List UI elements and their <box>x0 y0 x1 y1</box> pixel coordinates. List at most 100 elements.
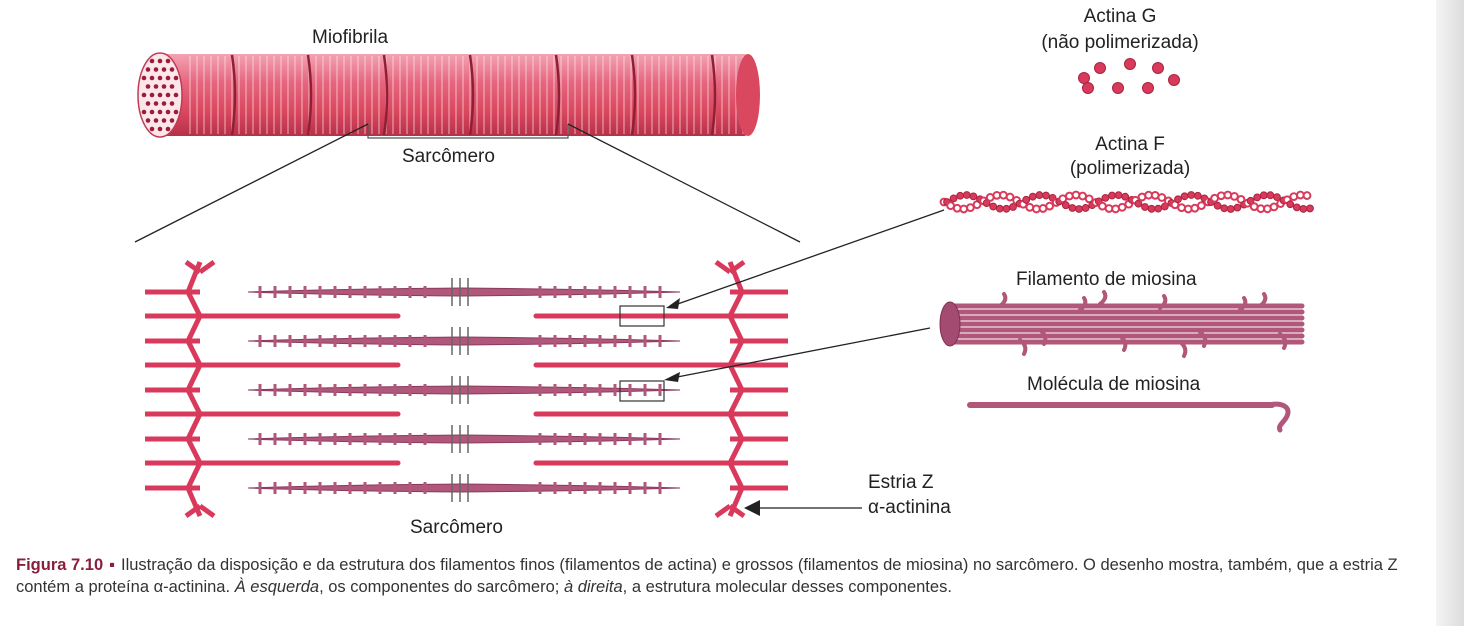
actin-f-bead <box>995 204 1004 213</box>
arrowhead-z-line <box>744 500 760 516</box>
actin-f-bead <box>1193 191 1202 200</box>
actin-f-bead <box>1068 204 1077 212</box>
myofibril-body <box>158 54 748 136</box>
actin-f-bead <box>1154 204 1163 213</box>
myosin-filament <box>247 434 681 444</box>
myofilament-dot <box>157 92 163 98</box>
actin-f-bead <box>1273 193 1281 202</box>
caption-figure-label: Figura 7.10 <box>16 556 104 574</box>
actin-f-bead <box>1045 201 1054 211</box>
myofibril <box>137 52 760 138</box>
myofilament-dot <box>141 75 147 81</box>
actin-f-bead <box>1269 202 1279 212</box>
z-disc-band <box>630 54 637 136</box>
myosin-filament <box>247 336 681 346</box>
actin-f-helix <box>939 190 1314 214</box>
myofilament-dot <box>157 75 163 81</box>
actin-f-bead <box>1292 203 1301 212</box>
zoom-line-right <box>567 123 801 243</box>
label-actina-g-line2: (não polimerizada) <box>1041 32 1199 53</box>
caption-text-1: Ilustração da disposição e da estrutura … <box>16 556 1398 596</box>
actin-f-bead <box>1134 199 1143 208</box>
myofilament-dot <box>169 84 175 89</box>
actin-f-bead <box>1028 192 1037 201</box>
sarcomere-bracket <box>367 124 569 139</box>
myofilament-dot <box>145 101 151 106</box>
actin-f-bead <box>1084 194 1094 204</box>
actin-f-bead <box>1005 192 1015 202</box>
label-molecula-miosina: Molécula de miosina <box>1027 374 1201 395</box>
label-actina-f-line1: Actina F <box>1095 134 1165 155</box>
actin-f-bead <box>1108 191 1116 200</box>
myosin-molecule-head <box>1265 401 1291 433</box>
z-line-branch <box>714 503 746 519</box>
myosin-filament <box>247 483 681 493</box>
myofilament-dot <box>153 84 159 89</box>
actin-f-bead <box>1226 205 1235 213</box>
z-disc-band <box>306 54 313 136</box>
caption-italic-right: à direita <box>563 578 623 596</box>
actin-f-bead <box>1002 204 1011 213</box>
myofilament-dot <box>173 75 179 81</box>
myosin-highlight-box <box>619 380 665 402</box>
actin-f-bead <box>1009 203 1017 211</box>
myosin-filament <box>247 385 681 395</box>
myosin-bundle-end <box>939 301 961 347</box>
myofilament-dot <box>149 75 155 81</box>
actin-f-bead <box>1306 204 1314 213</box>
z-disc-band <box>230 54 237 136</box>
label-actina-g-line1: Actina G <box>1083 6 1157 27</box>
actin-f-bead <box>949 194 958 203</box>
myosin-head <box>1158 294 1168 310</box>
sarcomere-detail <box>145 259 788 519</box>
z-disc-band <box>710 54 717 136</box>
actin-f-bead <box>1147 204 1156 213</box>
actin-f-bead <box>1299 205 1308 213</box>
myofilament-dot <box>153 67 159 72</box>
actin-f-bead <box>956 191 965 200</box>
actin-f-bead <box>1141 203 1149 211</box>
myosin-molecule <box>967 401 1291 433</box>
actin-f-bead <box>1213 201 1222 210</box>
myofilament-dot <box>165 58 171 64</box>
myofilament-dot <box>157 109 163 115</box>
actin-f-bead <box>1233 203 1242 212</box>
actin-f-bead <box>1035 191 1044 199</box>
myofilament-dot <box>173 92 179 98</box>
myosin-head <box>1258 292 1268 308</box>
pointer-myosin-filament <box>671 327 931 379</box>
myofilament-dot <box>165 126 171 132</box>
actin-f-bead <box>1022 195 1031 204</box>
myofilament-dot <box>165 92 171 98</box>
actin-f-bead <box>1302 191 1312 200</box>
z-disc-band <box>382 54 389 136</box>
myofilament-dot <box>149 126 155 132</box>
actin-f-bead <box>1081 204 1090 212</box>
actin-f-bead <box>1101 193 1110 202</box>
actin-g-bead <box>1124 58 1136 70</box>
caption-bullet: ▪ <box>109 556 115 574</box>
actin-f-bead <box>1121 192 1130 201</box>
label-alfa-actinina: α-actinina <box>868 497 951 518</box>
myosin-head <box>1098 290 1108 306</box>
myofilament-dot <box>169 67 175 72</box>
actin-f-bead <box>1042 191 1050 200</box>
actin-f-bead <box>962 191 971 199</box>
page-edge <box>1436 0 1464 626</box>
z-disc-band <box>468 54 475 136</box>
actin-f-bead <box>1197 201 1206 211</box>
actin-f-bead <box>1266 191 1275 200</box>
myosin-head <box>1018 338 1028 356</box>
myofilament-dot <box>149 109 155 115</box>
myofilament-dot <box>141 92 147 98</box>
actin-f-bead <box>1187 191 1196 199</box>
actin-f-bead <box>1286 200 1295 209</box>
myofilament-dot <box>173 109 179 115</box>
actin-g-bead <box>1078 72 1090 84</box>
myosin-head <box>998 292 1008 308</box>
z-line-branch <box>184 503 216 519</box>
myofilament-dot <box>161 84 167 89</box>
myofilament-dot <box>149 92 155 98</box>
myosin-filament <box>939 290 1305 358</box>
